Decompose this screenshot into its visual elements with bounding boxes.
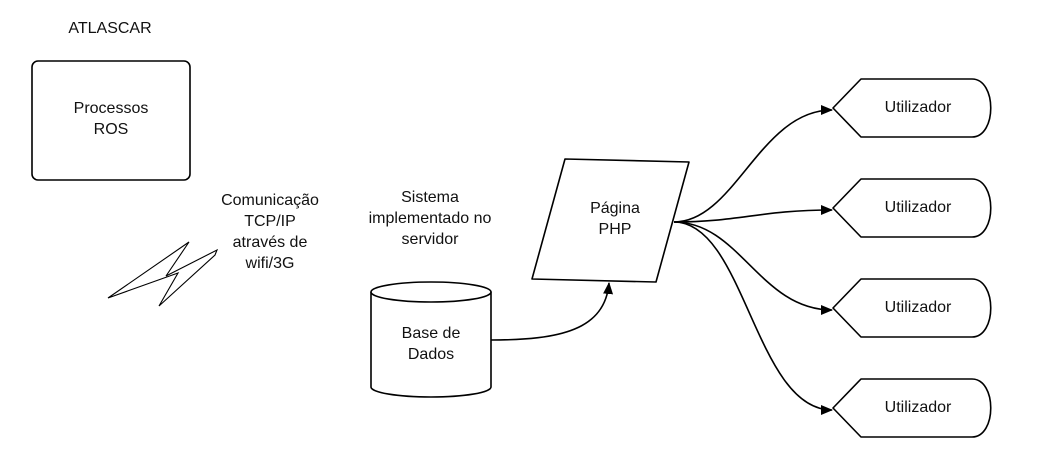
connector-php-to-user-1 <box>673 105 833 223</box>
wireless-lightning-icon <box>107 241 219 307</box>
communication-line-4: wifi/3G <box>245 255 295 272</box>
ros-processes-line-2: ROS <box>93 121 129 138</box>
ros-processes-label: Processos ROS <box>32 98 190 140</box>
database-label: Base de Dados <box>371 323 491 365</box>
user-display-shape-1 <box>832 78 992 138</box>
server-note-label: Sistema implementado no servidor <box>360 187 500 250</box>
atlascar-label: ATLASCAR <box>68 20 152 37</box>
user-display-shape-2 <box>832 178 992 238</box>
user-label-4: Utilizador <box>884 399 952 416</box>
user-label-1: Utilizador <box>884 99 952 116</box>
php-page-line-2: PHP <box>598 221 632 238</box>
user-display-shape-3 <box>832 278 992 338</box>
communication-line-1: Comunicação <box>221 192 319 209</box>
php-page-parallelogram <box>531 158 690 283</box>
ros-processes-box <box>31 60 191 181</box>
user-label-2: Utilizador <box>884 199 952 216</box>
database-line-2: Dados <box>407 346 455 363</box>
database-cylinder <box>370 281 492 398</box>
communication-label: Comunicação TCP/IP através de wifi/3G <box>200 190 340 274</box>
connector-php-to-user-3 <box>673 221 833 315</box>
connector-database-to-php <box>490 282 614 341</box>
server-note-line-2: implementado no <box>368 210 492 227</box>
connector-php-to-user-4 <box>673 221 833 415</box>
user-label-3: Utilizador <box>884 299 952 316</box>
ros-processes-line-1: Processos <box>73 100 149 117</box>
server-note-line-1: Sistema <box>401 189 459 206</box>
php-page-line-1: Página <box>590 200 640 217</box>
php-page-label: Página PHP <box>555 198 675 240</box>
server-note-line-3: servidor <box>401 231 459 248</box>
communication-line-2: TCP/IP <box>244 213 296 230</box>
database-line-1: Base de <box>401 325 461 342</box>
user-display-shape-4 <box>832 378 992 438</box>
connector-php-to-user-2 <box>673 205 833 223</box>
communication-line-3: através de <box>232 234 308 251</box>
